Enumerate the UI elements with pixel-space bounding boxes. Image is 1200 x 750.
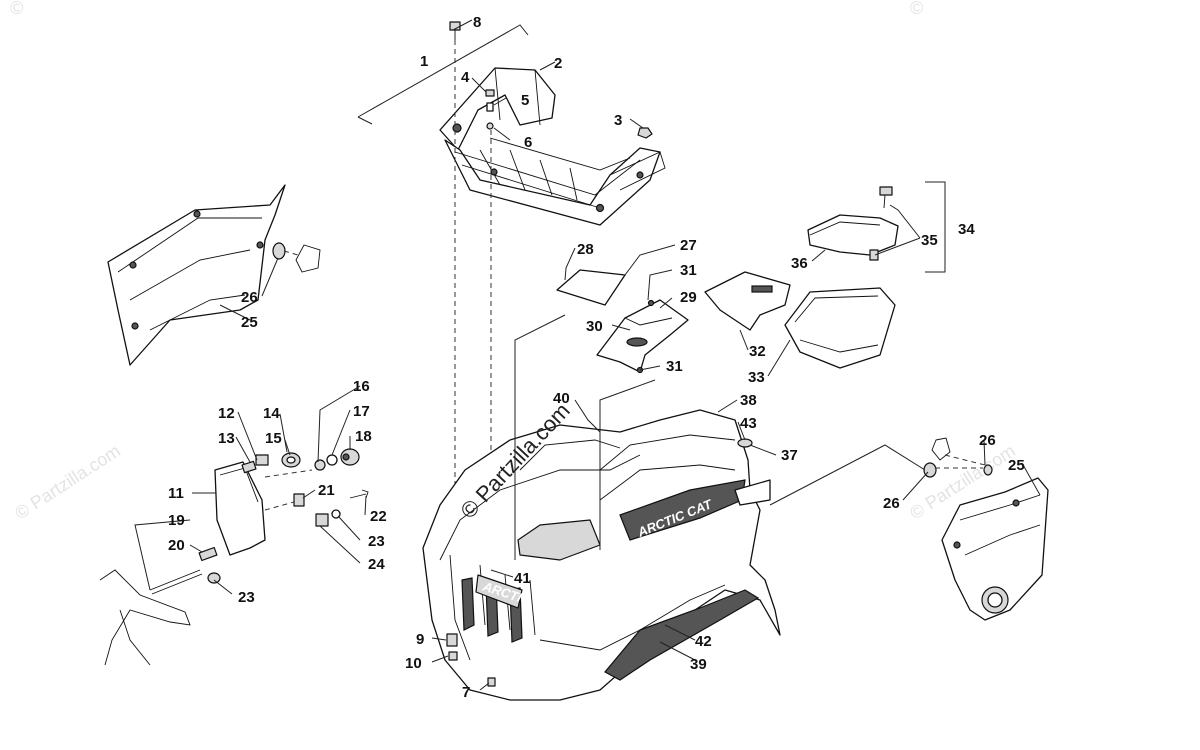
watermark-corner-right: © <box>910 0 923 18</box>
callout-26b: 26 <box>979 432 996 449</box>
callout-19: 19 <box>168 512 185 529</box>
callout-7: 7 <box>462 684 470 701</box>
callout-21: 21 <box>318 482 335 499</box>
callout-37: 37 <box>781 447 798 464</box>
callout-leaders <box>134 19 1041 691</box>
watermark-corner-left: © <box>10 0 23 18</box>
callout-8: 8 <box>473 14 481 31</box>
callout-10: 10 <box>405 655 422 672</box>
callout-39: 39 <box>690 656 707 673</box>
callout-4: 4 <box>461 69 470 86</box>
callout-3: 3 <box>614 112 622 129</box>
callout-29: 29 <box>680 289 697 306</box>
callout-26a: 26 <box>241 289 258 306</box>
callout-20: 20 <box>168 537 185 554</box>
headlight-assembly <box>99 448 369 666</box>
callout-14: 14 <box>263 405 280 422</box>
cover-32 <box>704 271 791 331</box>
callout-35: 35 <box>921 232 938 249</box>
frame-line-41 <box>514 314 566 560</box>
callout-25b: 25 <box>1008 457 1025 474</box>
callout-9: 9 <box>416 631 424 648</box>
callout-33: 33 <box>748 369 765 386</box>
callout-43: 43 <box>740 415 757 432</box>
bracket-29-30 <box>596 299 689 374</box>
rack-hardware <box>449 21 653 139</box>
storage-cover-34 <box>807 186 899 261</box>
callout-15: 15 <box>265 430 282 447</box>
callout-6: 6 <box>524 134 532 151</box>
callout-28: 28 <box>577 241 594 258</box>
frame-line-right <box>769 444 926 506</box>
callout-41: 41 <box>514 570 531 587</box>
callout-40: 40 <box>553 390 570 407</box>
callout-31b: 31 <box>666 358 683 375</box>
watermark-left: © Partzilla.com <box>11 441 124 524</box>
callout-13: 13 <box>218 430 235 447</box>
callout-5: 5 <box>521 92 529 109</box>
bracket-34 <box>925 181 946 273</box>
right-fender-panel <box>923 437 1049 621</box>
callout-18: 18 <box>355 428 372 445</box>
callout-16: 16 <box>353 378 370 395</box>
callout-34: 34 <box>958 221 975 238</box>
callout-22: 22 <box>370 508 387 525</box>
callout-26c: 26 <box>883 495 900 512</box>
frame-line-40 <box>599 379 656 550</box>
callout-31a: 31 <box>680 262 697 279</box>
callout-1: 1 <box>420 53 428 70</box>
callout-32: 32 <box>749 343 766 360</box>
callout-27: 27 <box>680 237 697 254</box>
front-fender-body: ARCTIC CAT ARCTIC CAT <box>422 409 781 701</box>
storage-tray-33 <box>784 287 896 369</box>
callout-17: 17 <box>353 403 370 420</box>
callout-36: 36 <box>791 255 808 272</box>
bracket-1-tick <box>357 116 373 125</box>
callout-labels: 8 1 2 4 5 3 6 28 27 31 29 30 31 34 35 36… <box>168 14 1025 701</box>
callout-24: 24 <box>368 556 385 573</box>
left-fender-panel <box>107 184 321 366</box>
callout-42: 42 <box>695 633 712 650</box>
rack-assembly <box>439 67 666 226</box>
callout-38: 38 <box>740 392 757 409</box>
callout-30: 30 <box>586 318 603 335</box>
callout-23a: 23 <box>368 533 385 550</box>
panel-27-28 <box>556 269 626 306</box>
callout-23b: 23 <box>238 589 255 606</box>
callout-2: 2 <box>554 55 562 72</box>
callout-25a: 25 <box>241 314 258 331</box>
callout-11: 11 <box>168 485 184 502</box>
bracket-1 <box>357 24 529 118</box>
callout-12: 12 <box>218 405 235 422</box>
